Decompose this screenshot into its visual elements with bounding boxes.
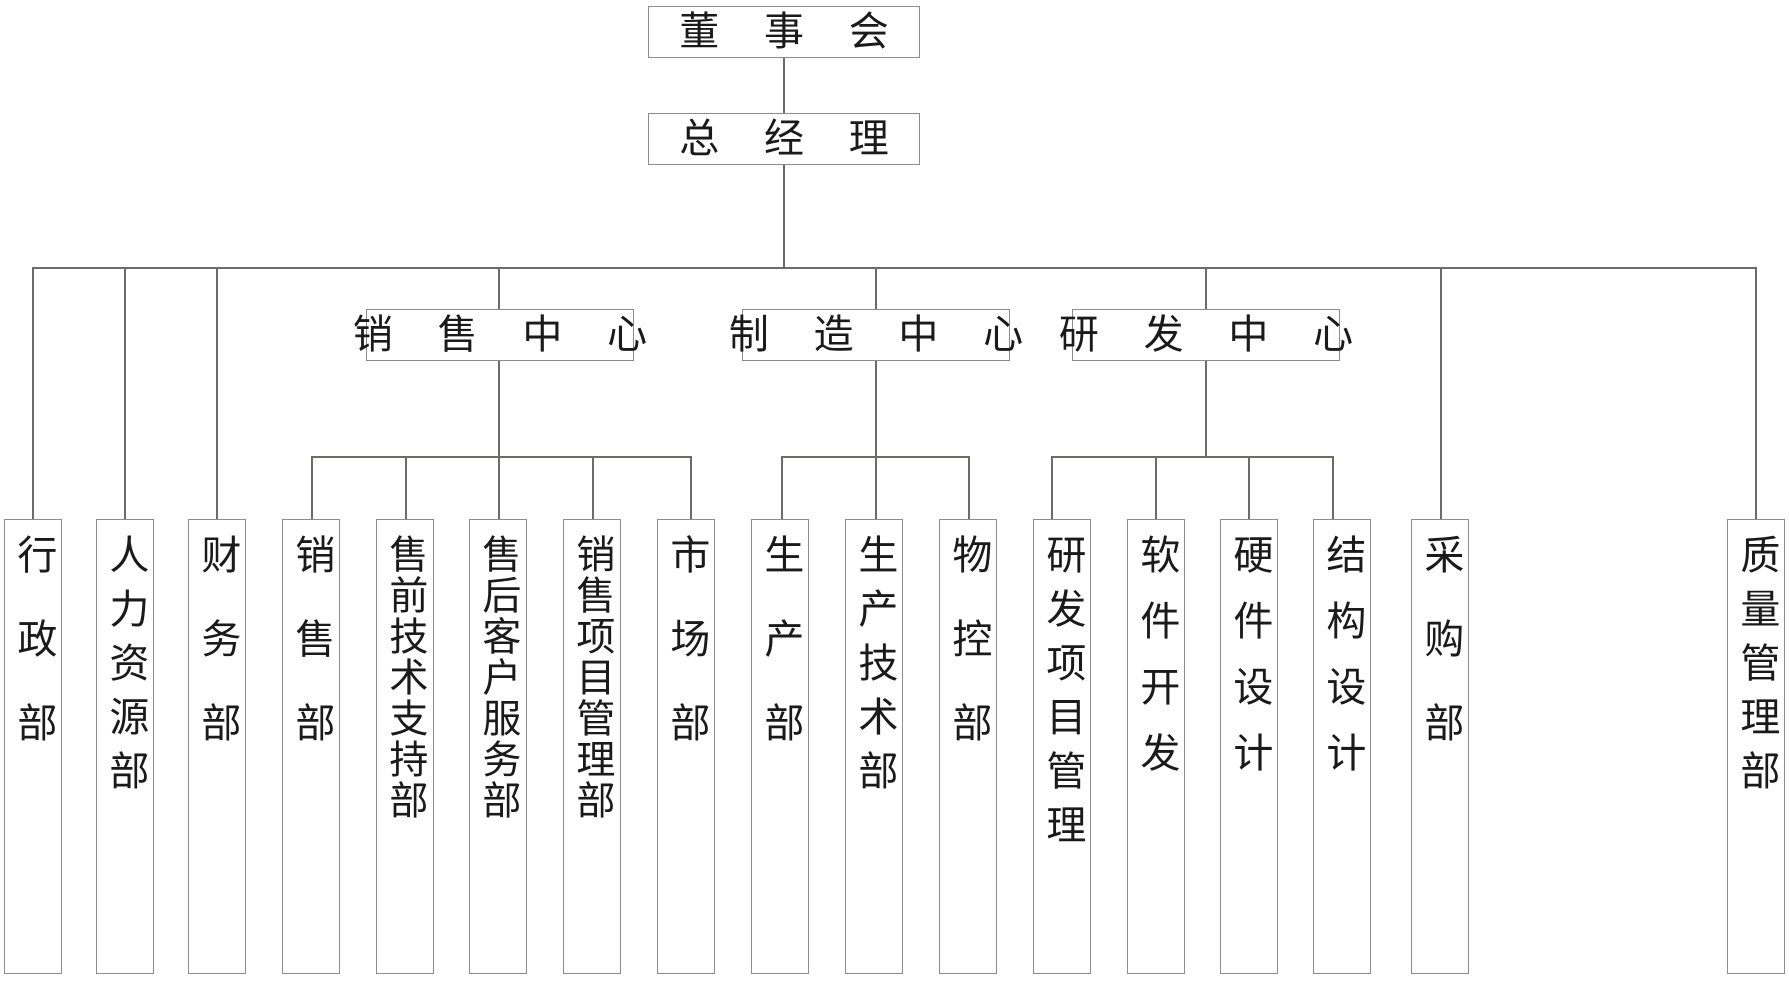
connector-sales-center-to-subbus [498, 361, 500, 457]
node-admin[interactable]: 行政部 [4, 519, 62, 974]
node-material-control-label: 物控部 [945, 534, 992, 786]
connector-subbus-to-production [781, 456, 783, 519]
node-purchasing[interactable]: 采购部 [1411, 519, 1469, 974]
connector-subbus-to-structural-design [1332, 456, 1334, 519]
connector-subbus-to-presales-tech-support [405, 456, 407, 519]
connector-rd-center-to-subbus [1205, 361, 1207, 457]
node-board-of-directors-label: 董 事 会 [679, 8, 905, 55]
node-sales[interactable]: 销售部 [282, 519, 340, 974]
node-production[interactable]: 生产部 [751, 519, 809, 974]
node-software-development-label: 软件开发 [1133, 534, 1180, 798]
node-hr[interactable]: 人力资源部 [96, 519, 154, 974]
node-presales-tech-support-label: 售前技术支持部 [382, 534, 428, 821]
sales-sub-bus [311, 456, 691, 458]
node-hardware-design-label: 硬件设计 [1226, 534, 1273, 798]
node-structural-design[interactable]: 结构设计 [1313, 519, 1371, 974]
node-production-label: 生产部 [757, 534, 804, 786]
connector-gm-to-main-bus [783, 165, 785, 268]
node-marketing-label: 市场部 [663, 534, 710, 786]
rd-sub-bus [1051, 456, 1333, 458]
node-general-manager-label: 总 经 理 [679, 115, 905, 162]
connector-bus-to-admin [32, 267, 34, 519]
connector-subbus-to-material-control [968, 456, 970, 519]
node-aftersales-customer-service[interactable]: 售后客户服务部 [469, 519, 527, 974]
connector-bus-to-purchasing [1440, 267, 1442, 519]
node-finance[interactable]: 财务部 [188, 519, 246, 974]
node-finance-label: 财务部 [194, 534, 241, 786]
connector-board-to-gm [783, 58, 785, 113]
connector-subbus-to-software-development [1155, 456, 1157, 519]
node-production-technology[interactable]: 生产技术部 [845, 519, 903, 974]
node-board-of-directors[interactable]: 董 事 会 [648, 6, 920, 58]
node-sales-center[interactable]: 销 售 中 心 [353, 309, 647, 361]
node-rd-center[interactable]: 研 发 中 心 [1059, 309, 1353, 361]
main-horizontal-bus [32, 267, 1757, 269]
connector-subbus-to-aftersales-customer-service [498, 456, 500, 519]
connector-subbus-to-hardware-design [1248, 456, 1250, 519]
node-manufacturing-center[interactable]: 制 造 中 心 [729, 309, 1023, 361]
node-sales-project-management[interactable]: 销售项目管理部 [563, 519, 621, 974]
node-software-development[interactable]: 软件开发 [1127, 519, 1185, 974]
node-aftersales-customer-service-label: 售后客户服务部 [475, 534, 521, 821]
node-quality-management[interactable]: 质量管理部 [1727, 519, 1785, 974]
node-marketing[interactable]: 市场部 [657, 519, 715, 974]
connector-bus-to-rd-center [1205, 267, 1207, 309]
node-sales-project-management-label: 销售项目管理部 [569, 534, 615, 821]
node-rd-project-management-label: 研发项目管理 [1039, 534, 1086, 858]
node-rd-project-management[interactable]: 研发项目管理 [1033, 519, 1091, 974]
node-manufacturing-center-label: 制 造 中 心 [728, 311, 1040, 358]
node-presales-tech-support[interactable]: 售前技术支持部 [376, 519, 434, 974]
connector-bus-to-sales-center [498, 267, 500, 309]
connector-bus-to-quality [1755, 267, 1757, 519]
node-production-technology-label: 生产技术部 [851, 534, 898, 804]
node-structural-design-label: 结构设计 [1319, 534, 1366, 798]
node-admin-label: 行政部 [10, 534, 57, 786]
connector-subbus-to-production-technology [875, 456, 877, 519]
connector-subbus-to-marketing [690, 456, 692, 519]
node-material-control[interactable]: 物控部 [939, 519, 997, 974]
node-purchasing-label: 采购部 [1417, 534, 1464, 786]
node-sales-center-label: 销 售 中 心 [352, 311, 664, 358]
connector-bus-to-manufacturing-center [875, 267, 877, 309]
connector-bus-to-hr [124, 267, 126, 519]
connector-bus-to-finance [216, 267, 218, 519]
connector-subbus-to-sales [311, 456, 313, 519]
node-general-manager[interactable]: 总 经 理 [648, 113, 920, 165]
connector-manufacturing-center-to-subbus [875, 361, 877, 457]
connector-subbus-to-sales-project-management [592, 456, 594, 519]
node-sales-label: 销售部 [288, 534, 335, 786]
node-hardware-design[interactable]: 硬件设计 [1220, 519, 1278, 974]
node-rd-center-label: 研 发 中 心 [1058, 311, 1370, 358]
connector-subbus-to-rd-project-management [1051, 456, 1053, 519]
node-hr-label: 人力资源部 [102, 534, 149, 804]
node-quality-management-label: 质量管理部 [1733, 534, 1780, 804]
